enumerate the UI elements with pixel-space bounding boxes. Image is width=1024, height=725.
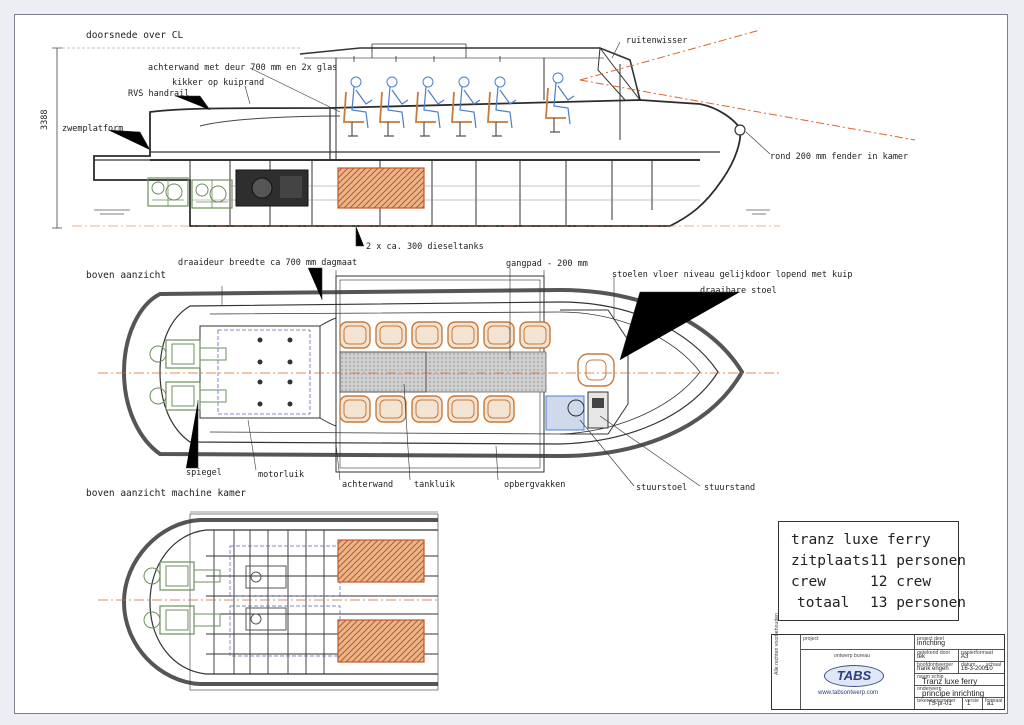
capacity-info-box: tranz luxe ferry zitplaats 11 personen c…: [778, 521, 966, 621]
label-fender: rond 200 mm fender in kamer: [770, 152, 909, 162]
label-tankluik: tankluik: [414, 480, 455, 490]
height-dimension: 3388: [40, 109, 50, 130]
top-view: [98, 267, 782, 487]
tb-bureau-label: ontwerp bureau: [834, 653, 871, 659]
section-view-title: doorsnede over CL: [86, 30, 184, 41]
crew-value: 12 crew: [870, 574, 932, 590]
title-block: Alle rechten voorbehouden project projec…: [771, 612, 1005, 710]
tb-designer: frank engen: [917, 666, 949, 672]
tb-revision-label: versie: [965, 698, 979, 704]
tb-drawing-no: TS-pr-01: [928, 701, 952, 707]
engine-room-view: [98, 511, 440, 691]
tb-subject-label: onderwerp: [917, 686, 942, 692]
label-draaideur: draaideur breedte ca 700 mm dagmaat: [178, 258, 358, 268]
ferry-name: tranz luxe ferry: [791, 532, 931, 548]
label-stoelen-vloer: stoelen vloer niveau gelijkdoor lopend m…: [612, 270, 853, 280]
tb-size: A3: [961, 654, 969, 660]
tb-date: 16-3-2005: [961, 666, 989, 672]
total-key: totaal: [797, 595, 850, 611]
section-view: [52, 29, 916, 247]
tb-date-label: datum: [961, 662, 976, 668]
label-achterwand: achterwand: [342, 480, 394, 490]
tb-project-label: project: [803, 636, 819, 642]
tb-subject: principe inrichting: [922, 689, 985, 698]
tb-designer-label: hoofdontwerper: [917, 662, 954, 668]
tb-project-part-label: project deel: [917, 636, 944, 642]
tb-revision: 1: [967, 701, 971, 707]
tb-size-label: papierformaat: [961, 650, 994, 656]
label-dieseltanks: 2 x ca. 300 dieseltanks: [366, 242, 484, 252]
tb-logo: TABS: [824, 665, 884, 687]
label-achterwand-deur: achterwand met deur 700 mm en 2x glas: [148, 63, 338, 73]
label-stuurstand: stuurstand: [704, 483, 756, 493]
crew-key: crew: [791, 574, 826, 590]
tb-scale-label: schaal: [986, 662, 1001, 668]
label-zwemplatform: zwemplatform: [62, 124, 124, 134]
tb-drawn-label: getekend door: [917, 650, 951, 656]
label-draaibare-stoel: draaibare stoel: [700, 286, 777, 296]
seats-key: zitplaats: [791, 553, 870, 569]
label-stuurstoel: stuurstoel: [636, 483, 688, 493]
tb-ship: Tranz luxe ferry: [922, 677, 978, 686]
tb-sheet-label: formaat: [985, 698, 1003, 704]
total-value: 13 personen: [870, 595, 967, 611]
tb-scale: 10: [986, 666, 993, 672]
label-ruitenwisser: ruitenwisser: [626, 36, 688, 46]
seats-value: 11 personen: [870, 553, 967, 569]
top-view-title: boven aanzicht: [86, 270, 167, 281]
tb-website: www.tabsontwerp.com: [818, 690, 879, 696]
label-spiegel: spiegel: [186, 468, 222, 478]
label-rvs-handrail: RVS handrail: [128, 89, 190, 99]
engine-room-view-title: boven aanzicht machine kamer: [86, 488, 247, 499]
tb-sheet: a1: [987, 701, 994, 707]
tb-drawing-no-label: tekeningnummer: [917, 698, 956, 704]
tb-ship-label: naam schip: [917, 674, 944, 680]
tb-copyright: Alle rechten voorbehouden: [774, 612, 780, 675]
label-gangpad: gangpad - 200 mm: [506, 259, 588, 269]
label-kikker: kikker op kuiprand: [172, 78, 265, 88]
label-motorluik: motorluik: [258, 470, 305, 480]
label-opbergvakken: opbergvakken: [504, 480, 566, 490]
tb-drawn: tek: [917, 654, 926, 660]
tb-project-part: inrichting: [917, 640, 946, 647]
tb-logo-text: TABS: [836, 668, 872, 683]
